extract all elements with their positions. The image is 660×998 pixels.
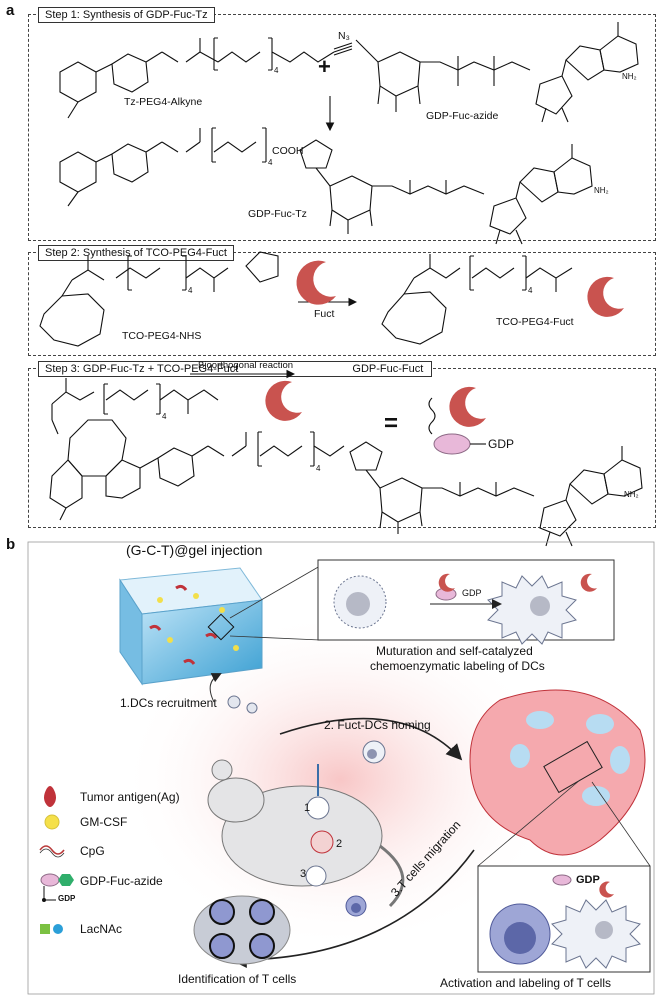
nh2-label: NH₂	[624, 490, 639, 499]
gm-csf-icon	[44, 814, 60, 830]
gdp-fuc-azide-structure	[355, 22, 639, 123]
peg-repeat-4: 4	[316, 464, 321, 473]
gdp-fuc-tz-label: GDP-Fuc-Tz	[248, 208, 307, 220]
peg-repeat-4: 4	[162, 412, 167, 421]
mature-dc-icon	[487, 575, 577, 645]
step3-arrow-label: Bioorthogonal reaction	[198, 360, 294, 371]
fuct-enzyme-icon	[599, 881, 614, 898]
cooh-label: COOH	[272, 145, 304, 157]
legend-gdp-small: GDP	[58, 894, 76, 903]
step3-title: Step 3: GDP-Fuc-Tz + TCO-PEG4-Fuct GDP-F…	[38, 361, 433, 377]
step2-box	[28, 252, 656, 356]
equals-sign: =	[384, 410, 399, 437]
cartoon-gdp-label: GDP	[488, 437, 515, 451]
homing-arrow	[279, 717, 463, 761]
legend-tumor-antigen: Tumor antigen(Ag)	[80, 790, 180, 804]
fuct-enzyme-icon	[580, 573, 597, 592]
activation-label: Activation and labeling of T cells	[440, 976, 611, 990]
plus-sign: +	[318, 54, 331, 79]
nh2-label: NH₂	[594, 186, 609, 195]
nh2-label: NH₂	[622, 72, 637, 81]
fuct-enzyme-icon	[438, 573, 455, 592]
fuct-arrow-label: Fuct	[314, 308, 335, 320]
immature-dc-icon	[333, 575, 387, 629]
lymph-node-illustration	[469, 689, 646, 856]
identification-label: Identification of T cells	[178, 972, 297, 986]
tco-peg4-nhs-structure	[39, 251, 279, 347]
fuct-enzyme-icon	[296, 260, 336, 305]
fuct-enzyme-icon	[265, 380, 302, 421]
legend-cpg: CpG	[80, 844, 105, 858]
panel-b-label: b	[6, 536, 16, 553]
tco-peg4-fuct-structure	[381, 254, 573, 345]
maturation-label-line1: Muturation and self-catalyzed	[376, 644, 533, 658]
gel-injection-title: (G-C-T)@gel injection	[126, 542, 263, 558]
step1-box	[28, 14, 656, 241]
fuct-enzyme-icon	[587, 276, 624, 317]
gdp-fuc-azide-icon	[40, 873, 74, 902]
hydrogel-block	[119, 567, 263, 686]
panel-a-label: a	[6, 2, 15, 19]
gdp-fuc-fuct-structure	[49, 378, 643, 547]
fuct-dcs-homing-label: 2. Fuct-DCs homing	[324, 718, 431, 732]
step3-title-left: Step 3: GDP-Fuc-Tz + TCO-PEG4-Fuct	[45, 363, 239, 375]
legend-gm-csf: GM-CSF	[80, 815, 128, 829]
step2-title: Step 2: Synthesis of TCO-PEG4-Fuct	[38, 245, 234, 261]
mouse-step-3: 3	[300, 868, 307, 880]
t-cell-icon	[489, 903, 551, 965]
mouse-illustration	[207, 759, 405, 908]
labeled-dc-icon	[551, 899, 641, 969]
step1-title: Step 1: Synthesis of GDP-Fuc-Tz	[38, 7, 215, 23]
background-glow	[120, 610, 560, 950]
maturation-label-line2: chemoenzymatic labeling of DCs	[370, 659, 545, 673]
step3-title-right: GDP-Fuc-Fuct	[352, 363, 424, 375]
peg-repeat-4: 4	[528, 286, 533, 295]
t-cell-icon	[345, 895, 367, 917]
maturation-gdp-label: GDP	[462, 588, 482, 598]
mouse-step-2: 2	[336, 838, 343, 850]
tz-peg4-alkyne-structure	[59, 37, 353, 119]
azide-label: N₃	[338, 30, 350, 42]
peg-repeat-4: 4	[268, 158, 273, 167]
tz-peg4-alkyne-label: Tz-PEG4-Alkyne	[124, 96, 203, 108]
gdp-fuc-fuct-cartoon	[428, 386, 486, 455]
cpg-icon	[39, 845, 65, 858]
dcs-recruitment-label: 1.DCs recruitment	[120, 696, 217, 710]
panel-b-frame	[27, 541, 655, 995]
t-cell-cluster	[193, 895, 291, 965]
tco-peg4-fuct-label: TCO-PEG4-Fuct	[496, 316, 574, 328]
gdp-fuc-tz-structure	[59, 127, 593, 245]
legend-gdp-fuc-azide: GDP-Fuc-azide	[80, 874, 163, 888]
legend-lacnac: LacNAc	[80, 922, 123, 936]
activation-gdp-label: GDP	[576, 874, 600, 886]
dc-homing-icon	[362, 740, 386, 764]
mouse-step-1: 1	[304, 802, 311, 814]
peg-repeat-4: 4	[274, 66, 279, 75]
tumor-antigen-icon	[44, 786, 56, 807]
tco-peg4-nhs-label: TCO-PEG4-NHS	[122, 330, 202, 342]
migration-arrow	[230, 849, 475, 968]
lacnac-icon	[40, 924, 63, 934]
peg-repeat-4: 4	[188, 286, 193, 295]
gdp-fuc-azide-label: GDP-Fuc-azide	[426, 110, 499, 122]
